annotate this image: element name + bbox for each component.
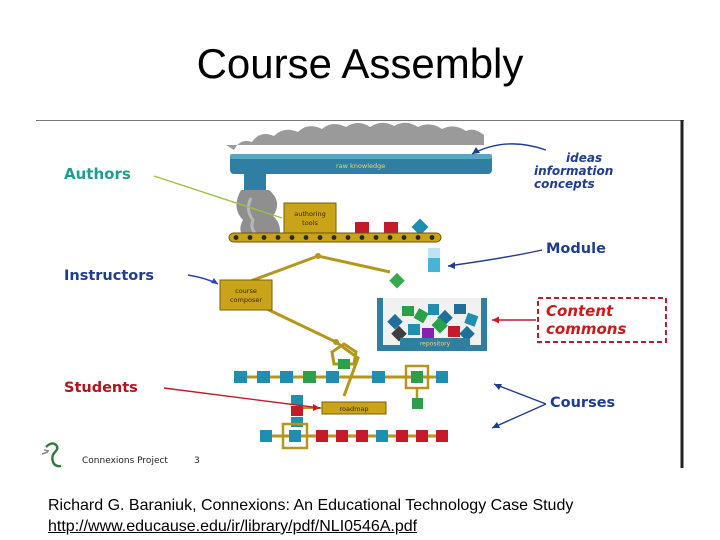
citation-text: Richard G. Baraniuk, Connexions: An Educ… (48, 497, 574, 514)
course-row-1 (234, 364, 448, 409)
conveyor-belt-top (228, 232, 442, 243)
repository-label: repository (420, 341, 451, 348)
course-composer-label-2: composer (230, 296, 262, 304)
authoring-tools-label-1: authoring (294, 210, 325, 218)
ideas-arrow (471, 143, 547, 155)
connexions-project-label: Connexions Project (82, 456, 168, 466)
authoring-tools-label-2: tools (302, 219, 318, 227)
slide-page-number: 3 (194, 456, 200, 466)
raw-knowledge-hopper: raw knowledge (226, 122, 492, 174)
repository-bin: repository (377, 298, 487, 351)
roadmap-tag: roadmap (291, 395, 387, 427)
authors-label: Authors (64, 165, 131, 183)
falling-module (428, 248, 440, 272)
students-label: Students (64, 380, 138, 396)
raw-knowledge-label: raw knowledge (336, 162, 385, 170)
content-commons-box: Content commons (537, 297, 667, 343)
course-assembly-diagram: raw knowledge authoring tools (36, 120, 684, 468)
instructors-label: Instructors (64, 268, 154, 284)
authoring-tools-box: authoring tools (283, 202, 337, 234)
courses-bracket-arrows (491, 383, 547, 429)
content-commons-label-1: Content (546, 302, 614, 320)
content-commons-label-2: commons (546, 320, 626, 338)
hopper-chute (236, 172, 281, 242)
authors-arrow (153, 175, 283, 219)
courses-label: Courses (550, 395, 615, 411)
course-row-2 (260, 422, 448, 450)
concepts-label: concepts (534, 177, 595, 191)
students-arrow (163, 387, 321, 411)
arm-grip-module (389, 272, 405, 289)
instructors-arrow (187, 274, 219, 285)
roadmap-label: roadmap (339, 405, 368, 413)
information-label: information (534, 164, 613, 178)
module-arrow (447, 249, 543, 269)
citation-caption: Richard G. Baraniuk, Connexions: An Educ… (48, 495, 573, 537)
connexions-logo-icon (41, 442, 62, 468)
source-link[interactable]: http://www.educause.edu/ir/library/pdf/N… (48, 518, 418, 535)
ideas-label: ideas (566, 151, 602, 165)
content-commons-arrow (492, 316, 536, 324)
module-label: Module (546, 241, 606, 257)
course-composer-box: course composer (219, 279, 273, 311)
slide-title: Course Assembly (196, 40, 524, 87)
course-composer-label-1: course (235, 287, 257, 295)
